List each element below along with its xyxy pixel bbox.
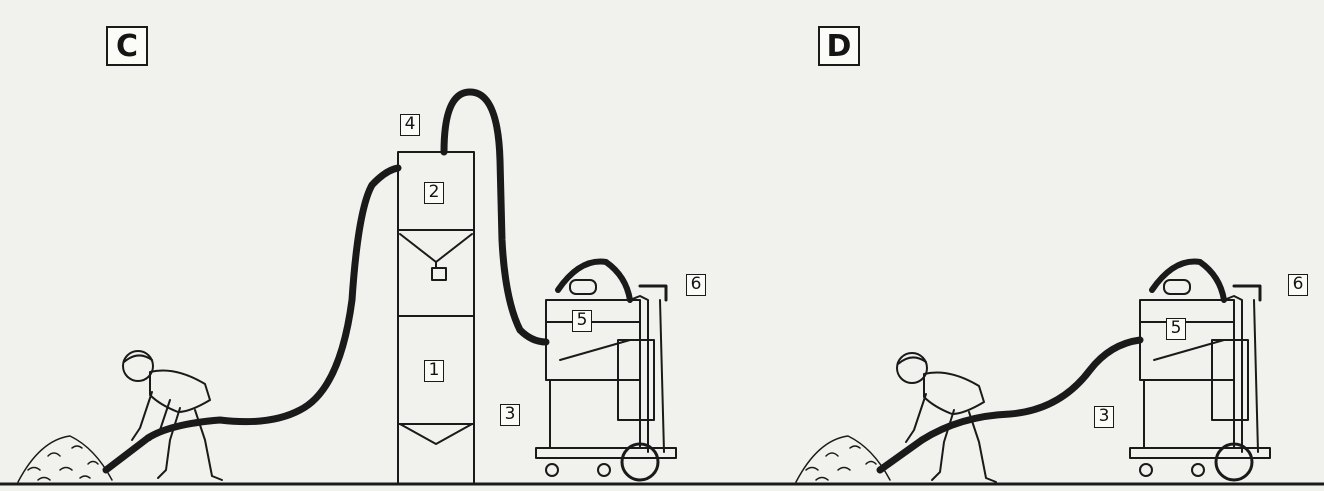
suction-nozzle bbox=[880, 440, 922, 470]
callout-number: 1 bbox=[424, 360, 444, 382]
callout-number: 6 bbox=[1288, 274, 1308, 296]
panel-label-c: C bbox=[106, 26, 148, 66]
vacuum-unit bbox=[536, 262, 676, 480]
suction-nozzle bbox=[106, 438, 148, 470]
debris-pile bbox=[796, 436, 890, 482]
panel-label-d: D bbox=[818, 26, 860, 66]
callout-number: 3 bbox=[500, 404, 520, 426]
callout-number: 2 bbox=[424, 182, 444, 204]
callout-number: 6 bbox=[686, 274, 706, 296]
vacuum-unit bbox=[1130, 262, 1270, 480]
suction-hose bbox=[148, 168, 398, 438]
connecting-hose bbox=[444, 92, 546, 342]
callout-number: 4 bbox=[400, 114, 420, 136]
callout-number: 3 bbox=[1094, 406, 1114, 428]
callout-number: 5 bbox=[572, 310, 592, 332]
callout-number: 5 bbox=[1166, 318, 1186, 340]
worker-figure bbox=[123, 351, 222, 480]
debris-pile bbox=[18, 436, 112, 482]
